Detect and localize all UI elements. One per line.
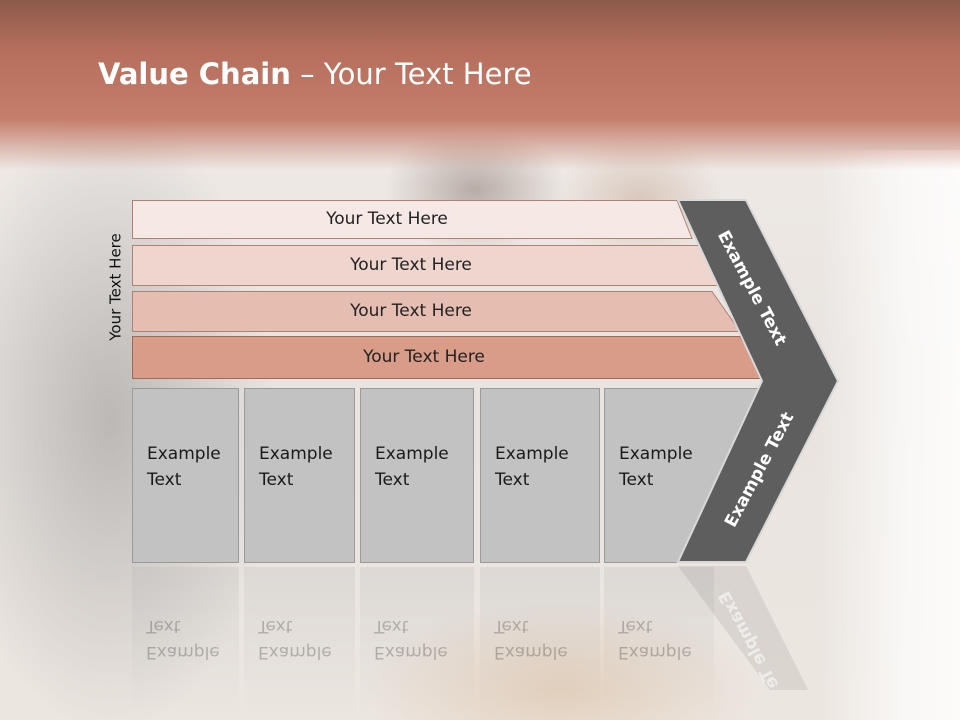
primary-box-4[interactable]: Example Text <box>480 388 600 563</box>
support-bar-1[interactable]: Your Text Here <box>132 200 692 238</box>
primary-box-4-reflection: Example Text <box>480 567 600 717</box>
primary-box-2-line1: Example <box>259 444 333 464</box>
background-window-light <box>820 150 960 720</box>
title-rest: – Your Text Here <box>290 57 532 91</box>
reflection-3-line2: Text <box>374 616 409 636</box>
reflection-4-line1: Example <box>494 642 568 662</box>
reflection-1-line2: Text <box>146 616 181 636</box>
primary-box-2[interactable]: Example Text <box>244 388 355 563</box>
primary-box-1[interactable]: Example Text <box>132 388 239 563</box>
primary-box-3[interactable]: Example Text <box>360 388 474 563</box>
primary-box-1-reflection: Example Text <box>132 567 239 717</box>
primary-box-3-line2: Text <box>375 470 410 490</box>
support-bar-2[interactable]: Your Text Here <box>132 245 740 285</box>
primary-box-4-line2: Text <box>495 470 530 490</box>
support-bar-3[interactable]: Your Text Here <box>132 291 740 331</box>
support-bar-2-label: Your Text Here <box>350 255 472 275</box>
support-bar-4[interactable]: Your Text Here <box>132 336 766 378</box>
primary-box-3-line1: Example <box>375 444 449 464</box>
reflection-5-line1: Example <box>618 642 692 662</box>
slide-title: Value Chain – Your Text Here <box>98 54 532 94</box>
reflection-5-line2: Text <box>618 616 653 636</box>
primary-box-4-line1: Example <box>495 444 569 464</box>
side-label: Your Text Here <box>104 222 128 352</box>
header-band <box>0 0 960 170</box>
primary-box-3-reflection: Example Text <box>360 567 474 717</box>
title-bold: Value Chain <box>98 57 291 91</box>
primary-box-2-line2: Text <box>259 470 294 490</box>
support-bar-1-label: Your Text Here <box>326 209 448 229</box>
reflection-2-line1: Example <box>258 642 332 662</box>
support-bar-3-label: Your Text Here <box>350 301 472 321</box>
reflection-1-line1: Example <box>146 642 220 662</box>
primary-box-5-line1: Example <box>619 444 693 464</box>
primary-box-2-reflection: Example Text <box>244 567 355 717</box>
primary-box-1-line1: Example <box>147 444 221 464</box>
support-bar-4-label: Your Text Here <box>363 347 485 367</box>
primary-box-5-reflection: Example Text <box>604 567 714 717</box>
reflection-4-line2: Text <box>494 616 529 636</box>
side-label-text: Your Text Here <box>107 233 125 341</box>
primary-box-5-line2: Text <box>619 470 654 490</box>
reflection-2-line2: Text <box>258 616 293 636</box>
primary-box-1-line2: Text <box>147 470 182 490</box>
reflection-3-line1: Example <box>374 642 448 662</box>
